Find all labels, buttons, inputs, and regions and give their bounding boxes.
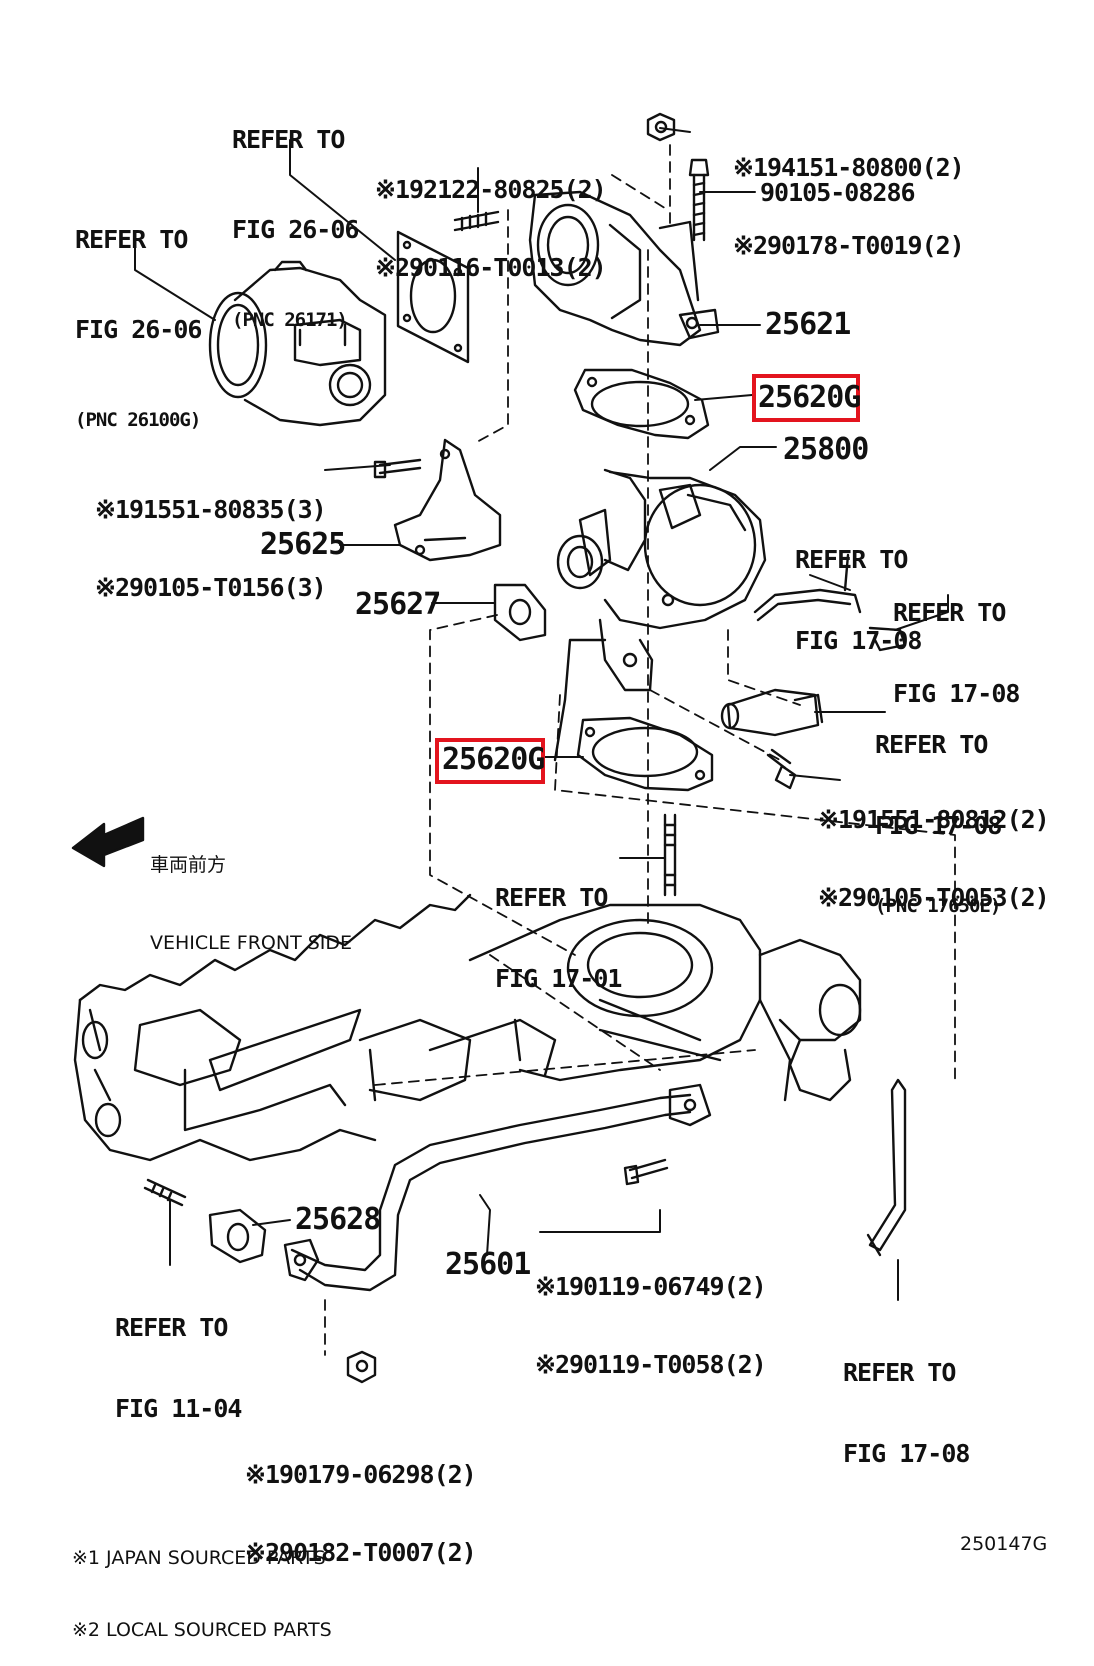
refer-label: REFER TO (795, 545, 908, 574)
pipe-nut-illustration (346, 1350, 377, 1384)
refer-pnc: (PNC 26171) (232, 309, 348, 331)
refer-label: REFER TO (75, 225, 188, 254)
refer-label: REFER TO (893, 598, 1006, 627)
part-25800[interactable]: 25800 (783, 432, 869, 467)
stud-17-01-illustration (663, 813, 677, 897)
highlight-25620g-bottom (435, 738, 545, 784)
part-25625[interactable]: 25625 (260, 527, 346, 562)
bracket-bolt-illustration (373, 458, 422, 479)
gasket-26171-illustration (396, 230, 470, 364)
fastener-local: ※290105-T0156(3) (95, 573, 327, 602)
fastener-japan: ※190119-06749(2) (535, 1272, 767, 1301)
refer-fig-17-01[interactable]: REFER TO FIG 17-01 (495, 830, 622, 1019)
fastener-stud-top[interactable]: ※192122-80825(2) ※290116-T0013(2) (375, 125, 607, 307)
refer-fig-17-08-a[interactable]: REFER TO FIG 17-08 (795, 492, 922, 681)
bracket-25625-illustration (393, 438, 502, 562)
refer-label: REFER TO (495, 883, 608, 912)
stud-illustration (453, 210, 500, 232)
vacuum-sensor-illustration (720, 688, 824, 737)
fastener-local: ※290182-T0007(2) (245, 1538, 477, 1567)
refer-label: REFER TO (232, 125, 345, 154)
footnote-japan: ※1 JAPAN SOURCED PARTS (72, 1547, 326, 1569)
bolt-illustration (688, 158, 710, 242)
figure-id: 250147G (960, 1533, 1048, 1555)
fastener-japan: ※191551-80812(2) (818, 805, 1050, 834)
vehicle-front-en: VEHICLE FRONT SIDE (150, 932, 353, 954)
fastener-japan: ※190179-06298(2) (245, 1460, 477, 1489)
refer-figure: FIG 17-08 (875, 811, 1002, 840)
refer-figure: FIG 17-08 (843, 1439, 970, 1468)
fastener-nut-pipe[interactable]: ※190179-06298(2) ※290182-T0007(2) (245, 1410, 477, 1592)
fastener-bolt-egr[interactable]: ※191551-80812(2) ※290105-T0053(2) (818, 755, 1050, 937)
part-25601[interactable]: 25601 (445, 1247, 531, 1282)
egr-bolt-illustration (766, 748, 797, 790)
fastener-nut-top[interactable]: ※194151-80800(2) ※290178-T0019(2) (733, 103, 965, 285)
refer-figure: FIG 11-04 (115, 1394, 242, 1423)
assembly-dashed-lines (324, 144, 956, 1356)
pipe-bolt-illustration (623, 1158, 669, 1186)
intake-pipe-25621-illustration (528, 190, 720, 347)
part-25620g-top[interactable]: 25620G (758, 380, 861, 415)
refer-fig-17-08-d[interactable]: REFER TO FIG 17-08 (843, 1305, 970, 1494)
egr-pipe-25601-illustration (283, 1083, 712, 1292)
clamp-illustration (868, 626, 907, 652)
stud-11-04-illustration (143, 1178, 187, 1207)
fastener-local: ※290178-T0019(2) (733, 231, 965, 260)
footnotes: ※1 JAPAN SOURCED PARTS ※2 LOCAL SOURCED … (72, 1498, 332, 1666)
part-25620g-bottom[interactable]: 25620G (442, 742, 545, 777)
refer-label: REFER TO (843, 1358, 956, 1387)
vehicle-front-label: 車両前方 VEHICLE FRONT SIDE (150, 800, 352, 982)
hose-illustration (753, 553, 862, 622)
refer-fig-26-06-b[interactable]: REFER TO FIG 26-06 (PNC 26100G) (75, 165, 202, 465)
refer-figure: FIG 26-06 (232, 215, 359, 244)
gasket-25627-illustration (493, 583, 547, 642)
fastener-japan: ※194151-80800(2) (733, 153, 965, 182)
egr-valve-25800-illustration (553, 468, 767, 762)
throttle-body-illustration (208, 260, 387, 427)
highlight-25620g-top (752, 374, 860, 422)
refer-label: REFER TO (115, 1313, 228, 1342)
nut-illustration (646, 112, 676, 142)
gasket-25628-illustration (208, 1208, 267, 1264)
refer-fig-26-06-a[interactable]: REFER TO FIG 26-06 (PNC 26171) (232, 65, 359, 365)
hose-17-08-illustration (866, 1078, 907, 1257)
part-25628[interactable]: 25628 (295, 1202, 381, 1237)
refer-fig-17-08-b[interactable]: REFER TO FIG 17-08 (893, 545, 1020, 734)
refer-figure: FIG 17-01 (495, 964, 622, 993)
fastener-bolt-pipe[interactable]: ※190119-06749(2) ※290119-T0058(2) (535, 1222, 767, 1404)
refer-figure: FIG 17-08 (795, 626, 922, 655)
refer-label: REFER TO (875, 730, 988, 759)
refer-figure: FIG 17-08 (893, 679, 1020, 708)
fastener-japan: ※192122-80825(2) (375, 175, 607, 204)
parts-diagram (71, 112, 956, 1384)
gasket-25620g-top-illustration (573, 368, 710, 440)
refer-figure: FIG 26-06 (75, 315, 202, 344)
refer-pnc: (PNC 17650E) (875, 895, 1001, 917)
fastener-local: ※290105-T0053(2) (818, 883, 1050, 912)
intake-manifold-illustration (73, 893, 862, 1162)
part-25621[interactable]: 25621 (765, 307, 851, 342)
gasket-25620g-bottom-illustration (576, 716, 714, 792)
vehicle-front-jp: 車両前方 (150, 854, 227, 876)
part-90105-08286[interactable]: 90105-08286 (760, 178, 916, 207)
footnote-local: ※2 LOCAL SOURCED PARTS (72, 1619, 332, 1641)
fastener-bolt-bracket[interactable]: ※191551-80835(3) ※290105-T0156(3) (95, 445, 327, 627)
fastener-local: ※290116-T0013(2) (375, 253, 607, 282)
refer-fig-11-04[interactable]: REFER TO FIG 11-04 (115, 1260, 242, 1449)
fastener-japan: ※191551-80835(3) (95, 495, 327, 524)
refer-fig-17-08-c[interactable]: REFER TO FIG 17-08 (PNC 17650E) (875, 677, 1002, 947)
part-25627[interactable]: 25627 (355, 587, 441, 622)
front-direction-arrow (71, 816, 145, 868)
fastener-local: ※290119-T0058(2) (535, 1350, 767, 1379)
refer-pnc: (PNC 26100G) (75, 409, 201, 431)
